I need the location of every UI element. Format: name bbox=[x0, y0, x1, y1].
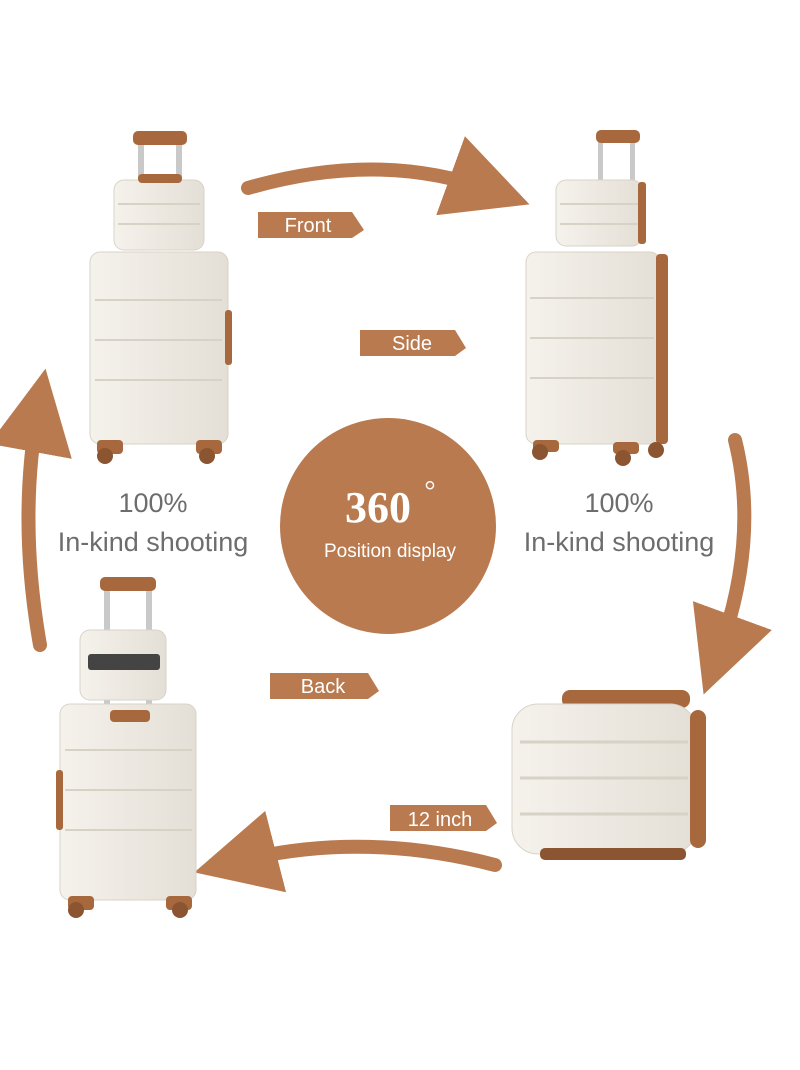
vanity-case-image bbox=[511, 690, 706, 860]
center-badge: 360 ° Position display bbox=[280, 418, 496, 634]
center-number: 360 bbox=[345, 483, 411, 532]
right-caption-line2: In-kind shooting bbox=[524, 527, 715, 557]
right-caption: 100% In-kind shooting bbox=[524, 488, 715, 557]
side-luggage-set-image bbox=[525, 130, 668, 466]
front-luggage-set-image bbox=[89, 131, 232, 464]
label-back-text: Back bbox=[301, 676, 346, 698]
right-caption-line1: 100% bbox=[584, 488, 653, 518]
top-arrow-icon bbox=[241, 136, 530, 216]
center-degree: ° bbox=[424, 476, 435, 507]
center-subtitle: Position display bbox=[324, 541, 457, 562]
left-caption-line1: 100% bbox=[118, 488, 187, 518]
label-size: 12 inch bbox=[390, 805, 497, 831]
label-side: Side bbox=[360, 330, 466, 356]
back-luggage-set-image bbox=[56, 577, 197, 918]
label-front-text: Front bbox=[285, 215, 332, 237]
bottom-arrow-icon bbox=[194, 810, 502, 893]
label-front: Front bbox=[258, 212, 364, 238]
label-size-text: 12 inch bbox=[408, 809, 473, 831]
left-caption-line2: In-kind shooting bbox=[58, 527, 249, 557]
label-side-text: Side bbox=[392, 333, 432, 355]
left-caption: 100% In-kind shooting bbox=[58, 488, 249, 557]
left-arrow-icon bbox=[0, 368, 72, 652]
label-back: Back bbox=[270, 673, 379, 699]
rotation-arrows bbox=[0, 136, 772, 893]
right-arrow-icon bbox=[692, 433, 772, 695]
